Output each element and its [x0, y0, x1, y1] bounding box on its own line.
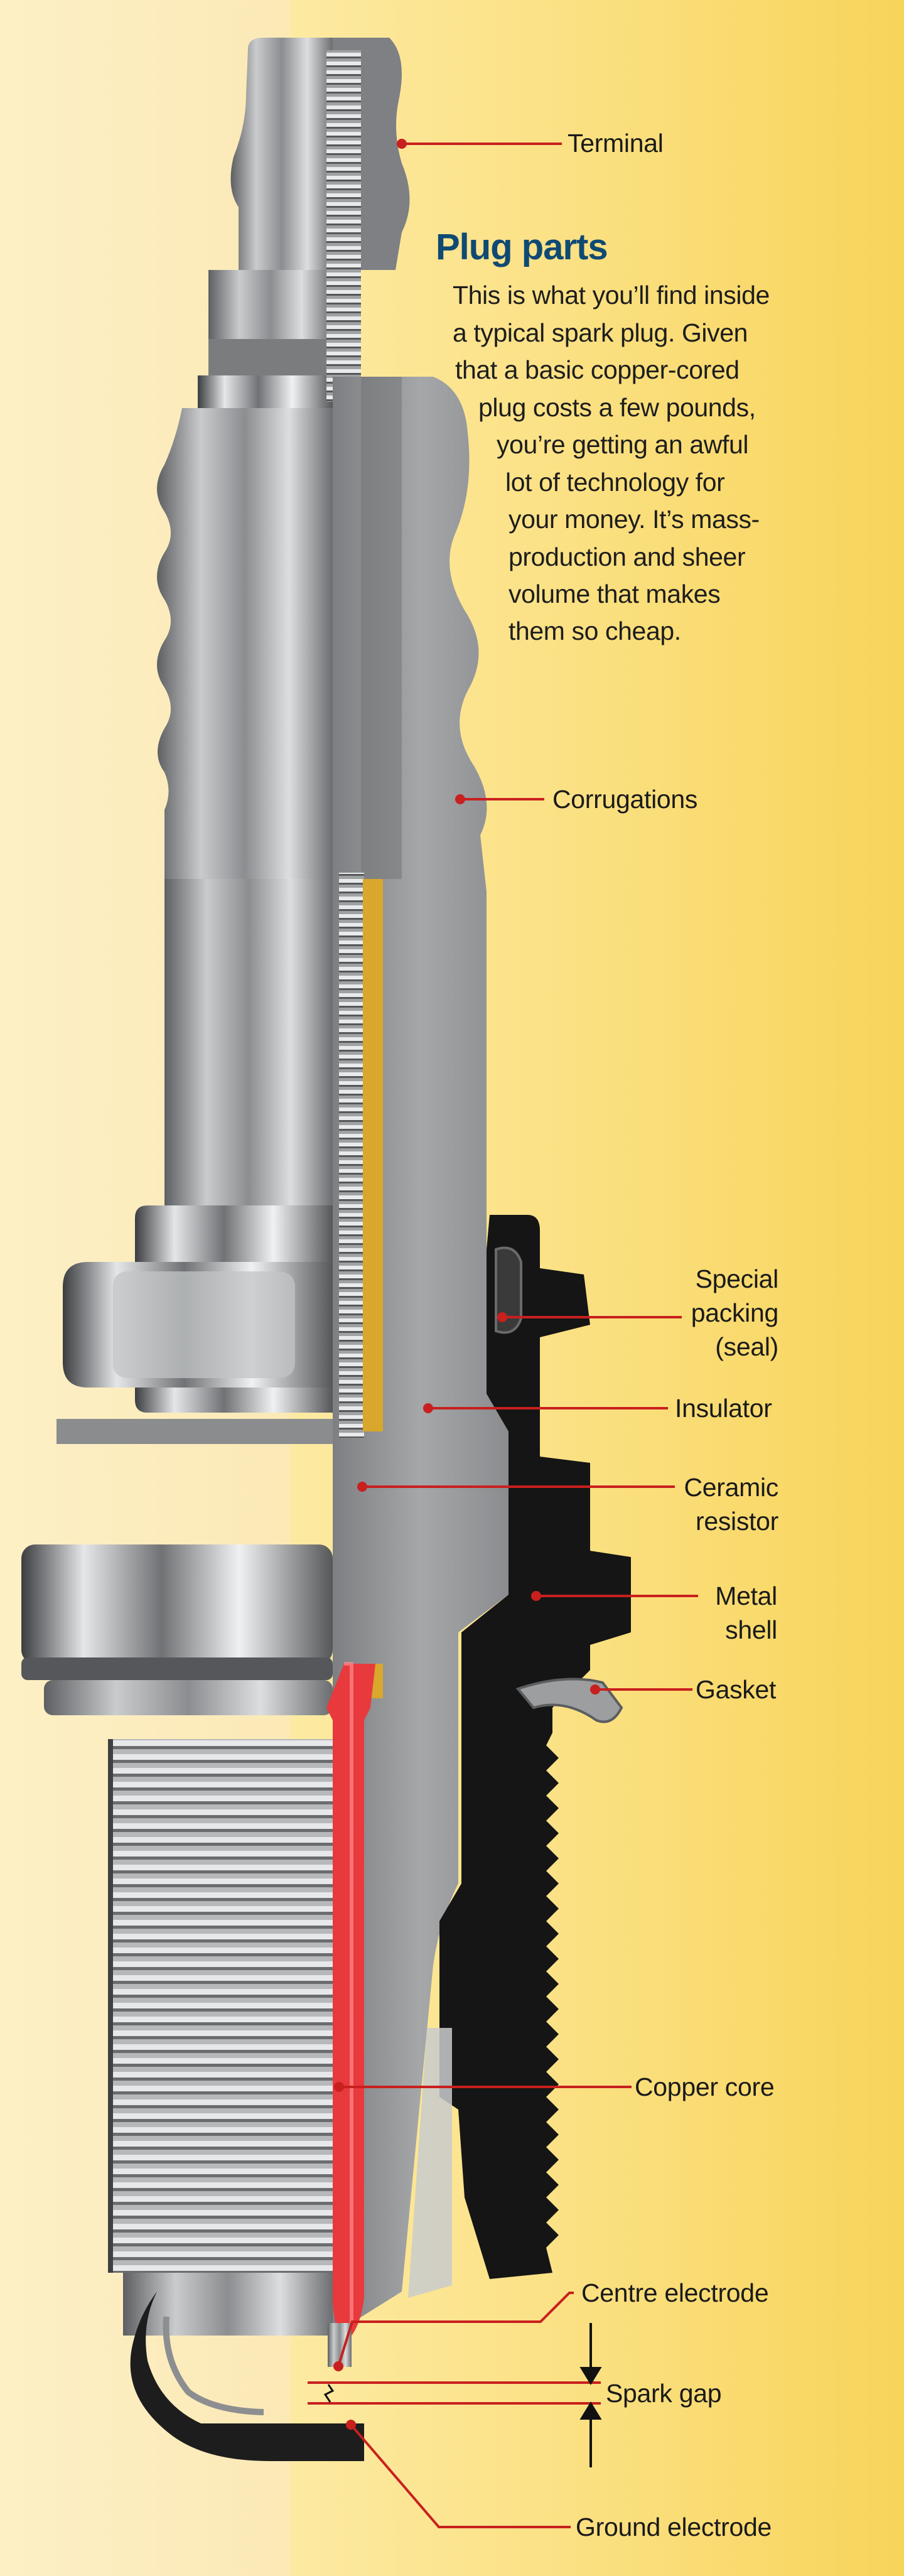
- intro-line-2: a typical spark plug. Given: [453, 318, 748, 347]
- label-special-packing-line-3: (seal): [715, 1332, 778, 1361]
- label-ceramic-resistor-line-1: Ceramic: [684, 1473, 778, 1502]
- label-metal-shell-line-2: shell: [725, 1615, 777, 1644]
- metal-shell: [439, 1215, 631, 2279]
- intro-line-5: you’re getting an awful: [497, 430, 749, 459]
- leader-dots: [333, 139, 600, 2430]
- plug-exterior: [21, 38, 364, 2461]
- ground-electrode: [130, 2292, 364, 2461]
- intro-line-4: plug costs a few pounds,: [478, 393, 756, 422]
- spark-icon: [323, 2384, 335, 2403]
- label-corrugations: Corrugations: [552, 785, 698, 814]
- label-centre-electrode: Centre electrode: [581, 2278, 769, 2307]
- terminal-collar: [208, 270, 333, 345]
- label-ceramic-resistor: Ceramic resistor: [653, 1470, 778, 1538]
- washer: [21, 1544, 333, 1664]
- intro-line-3: that a basic copper-cored: [455, 355, 740, 384]
- label-gasket: Gasket: [696, 1675, 777, 1704]
- intro-line-10: them so cheap.: [508, 617, 681, 645]
- thread-section: [110, 1739, 333, 2273]
- ceramic-resistor-strip: [363, 879, 383, 1431]
- label-ceramic-resistor-line-2: resistor: [695, 1507, 778, 1536]
- intro-line-7: your money. It’s mass-: [508, 505, 760, 534]
- label-ground-electrode: Ground electrode: [576, 2513, 772, 2541]
- label-spark-gap: Spark gap: [606, 2379, 722, 2408]
- spark-gap-arrows: [579, 2323, 602, 2467]
- label-insulator: Insulator: [675, 1394, 772, 1423]
- intro-line-8: production and sheer: [508, 542, 746, 571]
- label-copper-core: Copper core: [635, 2072, 775, 2101]
- label-metal-shell-line-1: Metal: [715, 1582, 777, 1610]
- label-metal-shell: Metal shell: [653, 1579, 777, 1647]
- centre-electrode-tip: [328, 2323, 352, 2367]
- label-terminal: Terminal: [568, 129, 664, 158]
- label-special-packing-line-2: packing: [691, 1298, 779, 1327]
- label-special-packing: Special packing (seal): [653, 1262, 779, 1364]
- leader-lines: [308, 143, 698, 2528]
- intro-line-1: This is what you’ll find inside: [453, 281, 770, 310]
- intro-line-9: volume that makes: [508, 579, 721, 608]
- plug-cutaway: [326, 38, 631, 2367]
- page-title: Plug parts: [436, 227, 608, 267]
- label-special-packing-line-1: Special: [695, 1264, 779, 1293]
- intro-line-6: lot of technology for: [505, 468, 725, 497]
- corrugated-body: [157, 408, 333, 879]
- terminal-cap: [230, 38, 333, 270]
